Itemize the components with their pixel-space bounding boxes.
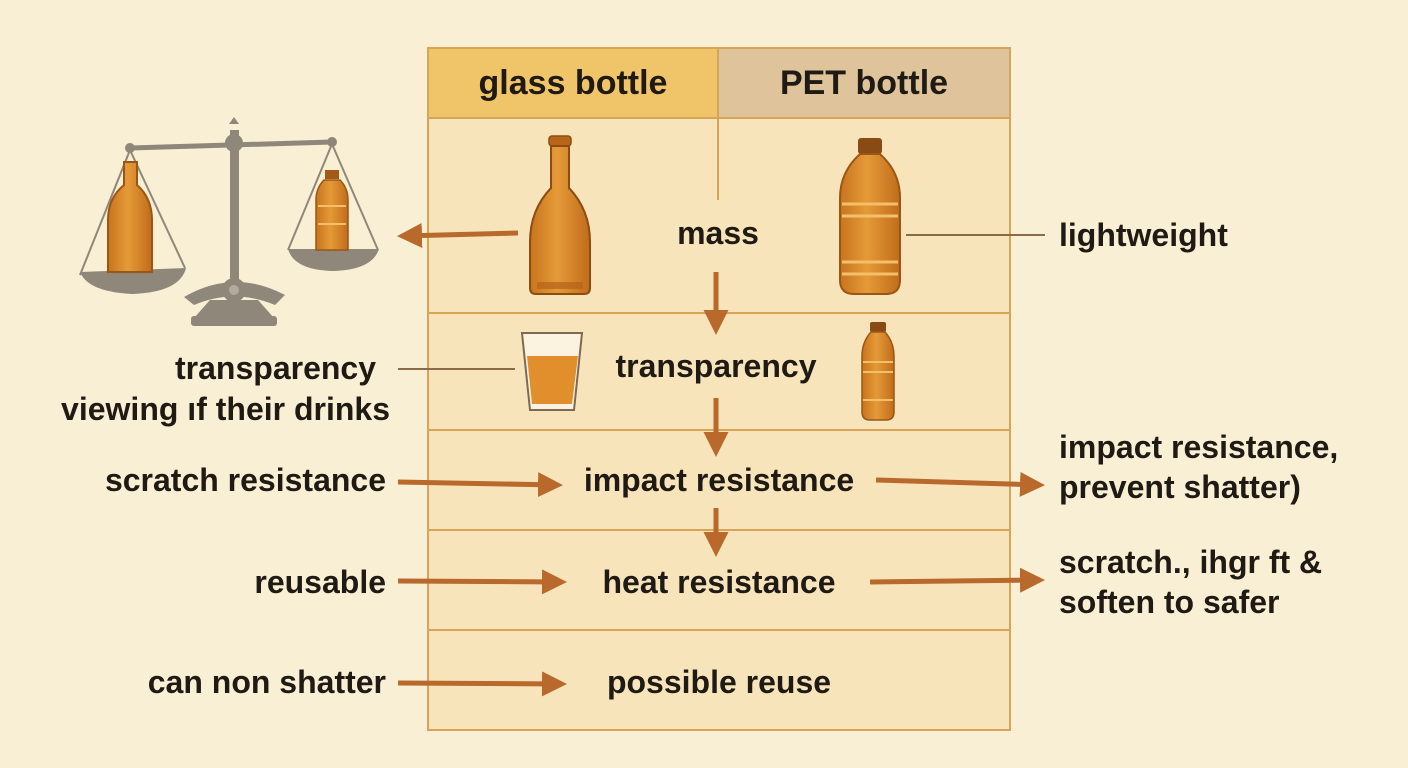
small-pet-bottle-icon	[861, 322, 895, 421]
left-label-can-non-shatter: can non shatter	[147, 664, 386, 700]
comparison-table	[427, 47, 1011, 731]
left-label-scratch-resistance: scratch resistance	[104, 462, 386, 498]
header-pet-bottle: PET bottle	[779, 64, 949, 102]
right-label-impact-resistance: impact resistance,	[1059, 429, 1339, 465]
arrow-non-shatter	[397, 671, 567, 697]
arrow-heat	[869, 567, 1045, 593]
header-cell-glass	[427, 47, 719, 119]
row-label-impact-resistance: impact resistance	[583, 462, 855, 498]
glass-bottle-icon	[529, 135, 591, 295]
right-label-scratch-heat: scratch., ihgr ft &	[1059, 544, 1323, 580]
right-label-soften-to-safer: soften to safer	[1059, 584, 1280, 620]
header-glass-bottle: glass bottle	[478, 64, 668, 102]
left-label-viewing: viewing ıf their drinks	[61, 391, 390, 427]
header-cell-pet	[717, 47, 1011, 119]
arrow-impact	[875, 471, 1045, 497]
right-label-lightweight: lightweight	[1059, 217, 1228, 253]
row-label-heat-resistance: heat resistance	[602, 564, 836, 600]
left-label-reusable: reusable	[254, 564, 386, 600]
row-label-mass: mass	[677, 215, 759, 251]
pet-bottle-icon	[839, 138, 901, 295]
arrow-reusable	[397, 569, 567, 595]
drinking-glass-icon	[520, 332, 584, 411]
left-label-transparency: transparency	[175, 350, 376, 386]
connector-lines	[398, 234, 1045, 370]
arrow-to-scale	[397, 222, 519, 248]
right-label-prevent-shatter: prevent shatter)	[1059, 469, 1301, 505]
row-label-transparency: transparency	[615, 348, 817, 384]
arrow-scratch	[397, 472, 563, 498]
balance-scale-icon	[79, 117, 379, 326]
row-label-possible-reuse: possible reuse	[606, 664, 832, 700]
side-arrows	[397, 222, 1045, 697]
